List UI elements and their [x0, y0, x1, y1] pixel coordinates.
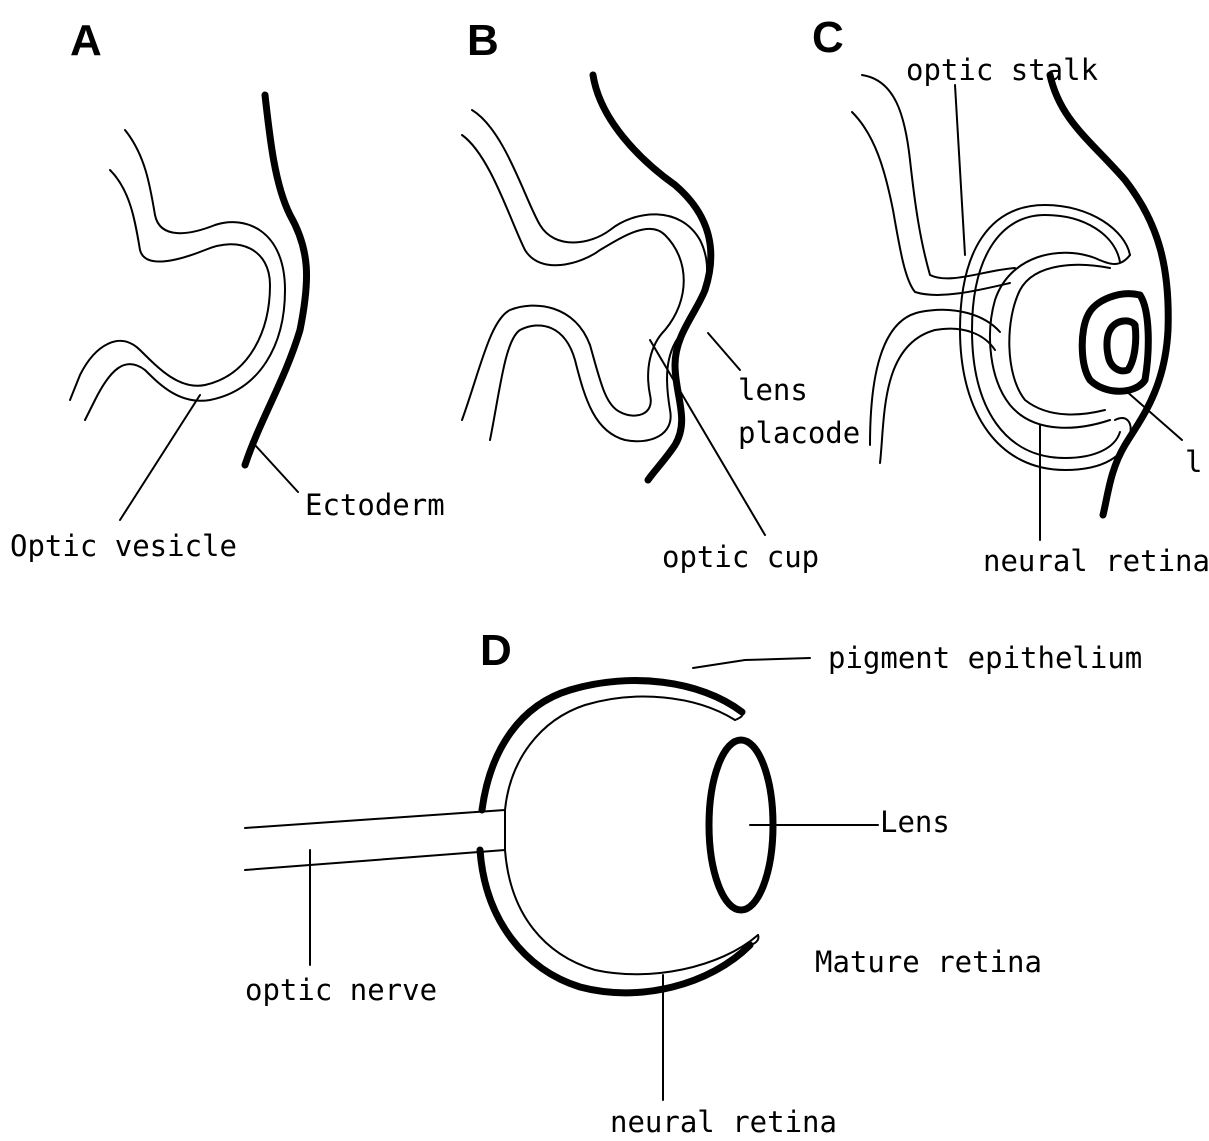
panel-d-pigment-epithelium-label: pigment epithelium: [828, 641, 1142, 675]
panel-d-neural-retina-label: neural retina: [610, 1105, 837, 1139]
panel-b: B lens placode optic cup: [462, 16, 860, 574]
panel-d-pigment-epithelium-leader: [693, 658, 810, 668]
panel-d-lens-label: Lens: [880, 805, 950, 839]
panel-c-optic-stalk-upper-inner: [852, 112, 1010, 295]
panel-d: D pigment epithelium Lens Mature retina …: [245, 626, 1142, 1139]
panel-a: A Optic vesicle Ectoderm: [10, 16, 445, 563]
panel-b-optic-cup-inner: [472, 110, 707, 441]
panel-d-pigment-epithelium-lower: [480, 850, 750, 993]
panel-c-lens-inner: [1107, 321, 1136, 371]
panel-a-optic-vesicle-inner: [85, 130, 285, 420]
panel-a-ectoderm: [245, 95, 307, 465]
panel-b-lens-placode-label-line1: lens: [738, 373, 808, 407]
panel-d-optic-nerve-lower: [245, 850, 505, 870]
panel-b-optic-cup-label: optic cup: [662, 540, 819, 574]
panel-a-optic-vesicle-leader: [120, 395, 200, 520]
panel-b-ectoderm: [593, 75, 711, 480]
panel-a-optic-vesicle-label: Optic vesicle: [10, 529, 237, 563]
panel-c: C optic stalk l neural retina: [812, 13, 1209, 578]
panel-b-letter: B: [467, 16, 499, 65]
panel-b-optic-cup-outer: [462, 135, 684, 420]
panel-a-ectoderm-leader: [255, 445, 298, 492]
panel-c-neural-retina-inner: [1009, 265, 1110, 415]
panel-c-optic-stalk-leader: [955, 85, 965, 255]
panel-d-neural-retina-upper: [505, 697, 735, 810]
panel-a-letter: A: [70, 16, 102, 65]
panel-c-l-label: l: [1185, 445, 1202, 479]
panel-b-lens-placode-label-line2: placode: [738, 416, 860, 450]
panel-d-letter: D: [480, 626, 512, 675]
panel-c-letter: C: [812, 13, 844, 62]
panel-c-optic-stalk-label: optic stalk: [906, 53, 1099, 87]
panel-d-mature-retina-label: Mature retina: [815, 945, 1042, 979]
panel-c-optic-stalk-lower-outer: [880, 329, 995, 463]
panel-c-neural-retina-label: neural retina: [983, 544, 1209, 578]
panel-d-neural-retina-lower: [505, 850, 758, 974]
panel-d-optic-nerve-upper: [245, 810, 505, 828]
panel-d-pigment-epithelium-upper: [482, 681, 742, 810]
panel-b-lens-placode-leader: [708, 333, 740, 370]
panel-a-ectoderm-label: Ectoderm: [305, 488, 445, 522]
panel-c-optic-cup-middle-wall: [972, 215, 1120, 458]
panel-a-optic-vesicle-outer: [70, 170, 270, 400]
panel-d-optic-nerve-label: optic nerve: [245, 973, 437, 1007]
